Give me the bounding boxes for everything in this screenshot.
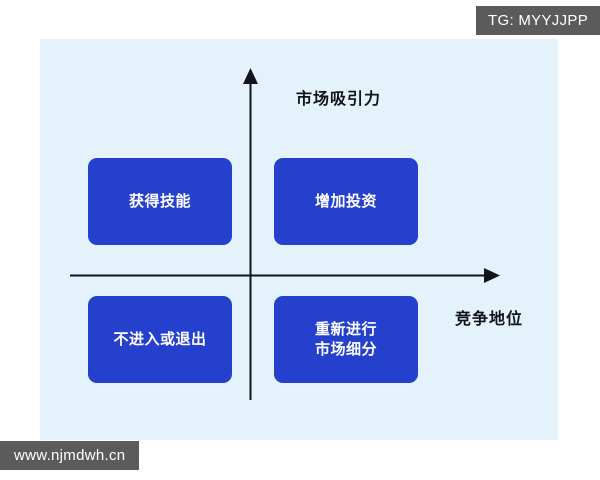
quadrant-label-bottom-right: 重新进行 市场细分: [314, 320, 377, 358]
quadrant-box-top-right[interactable]: 增加投资: [274, 158, 418, 245]
watermark-bottom-left: www.njmdwh.cn: [0, 441, 140, 470]
quadrant-label-top-left: 获得技能: [128, 192, 191, 210]
y-axis-label: 市场吸引力: [296, 91, 382, 108]
quadrant-label-top-right: 增加投资: [314, 192, 377, 210]
quadrant-box-bottom-left[interactable]: 不进入或退出: [88, 296, 232, 383]
quadrant-box-top-left[interactable]: 获得技能: [88, 158, 232, 245]
quadrant-label-bottom-left: 不进入或退出: [113, 330, 207, 348]
watermark-top-right: TG: MYYJJPP: [476, 6, 600, 35]
x-axis-label: 竞争地位: [455, 311, 524, 328]
quadrant-box-bottom-right[interactable]: 重新进行 市场细分: [274, 296, 418, 383]
